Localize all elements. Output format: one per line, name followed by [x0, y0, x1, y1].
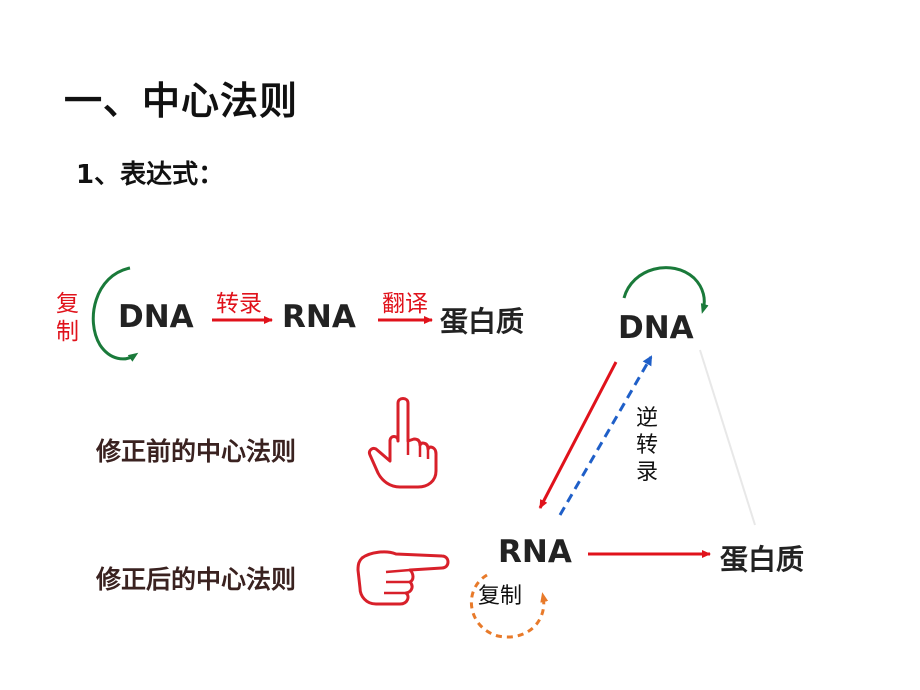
rna-replication-loop: [469, 573, 549, 639]
new-replication-loop: [622, 266, 709, 314]
reverse-transcription-label-2: 转: [636, 433, 659, 458]
old-protein-node: 蛋白质: [440, 305, 525, 338]
old-replication-loop: [91, 266, 139, 362]
old-replication-label-1: 复: [56, 291, 79, 317]
old-dna-node: DNA: [118, 299, 194, 335]
section-subtitle: 1、表达式：: [76, 160, 225, 190]
old-translation-label: 翻译: [382, 291, 428, 317]
hand-pointing-right-icon: [356, 550, 450, 606]
reverse-transcription-label-3: 录: [636, 460, 659, 485]
page-title: 一、中心法则: [64, 79, 299, 123]
new-dna-node: DNA: [618, 310, 694, 346]
new-protein-node: 蛋白质: [720, 543, 805, 576]
reverse-transcription-arrow: [558, 355, 653, 516]
triangle-edge: [699, 349, 756, 526]
old-transcription-label: 转录: [216, 291, 262, 317]
old-dogma-caption: 修正前的中心法则: [96, 437, 297, 466]
new-rna-node: RNA: [498, 534, 572, 570]
new-transcription-arrow: [538, 361, 618, 509]
new-dogma-caption: 修正后的中心法则: [96, 565, 297, 594]
reverse-transcription-label-1: 逆: [636, 406, 659, 431]
old-replication-label-2: 制: [56, 319, 79, 345]
rna-replication-label: 复制: [478, 584, 523, 609]
old-rna-node: RNA: [282, 299, 356, 335]
hand-pointing-up-icon: [368, 397, 438, 489]
